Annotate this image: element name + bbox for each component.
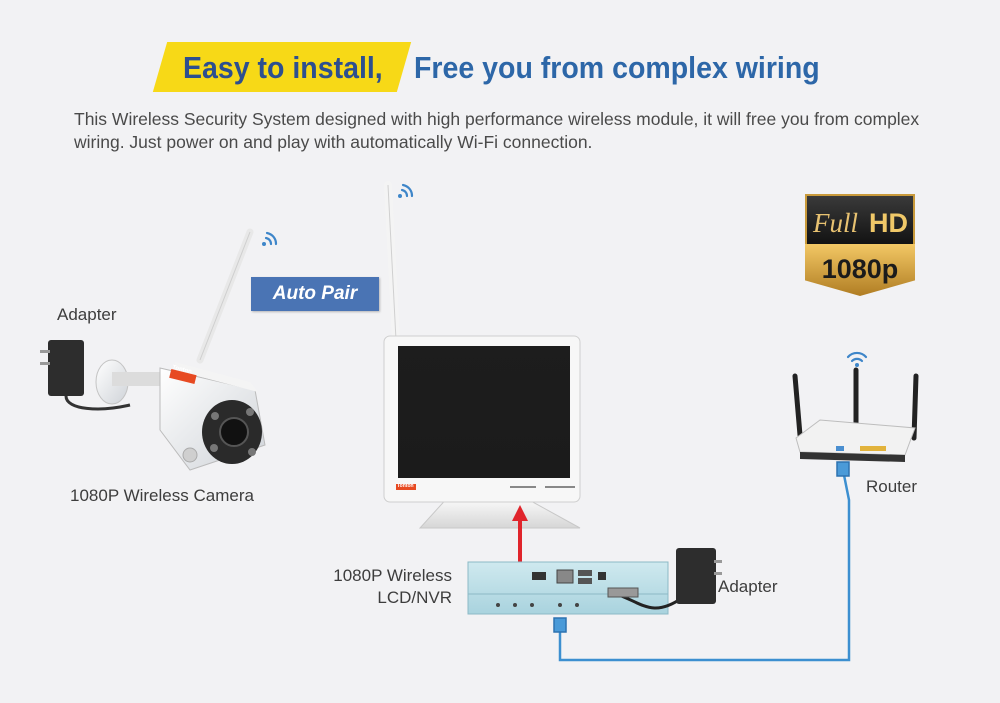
arrow-icon	[512, 505, 528, 562]
title-rest: Free you from complex wiring	[414, 50, 820, 85]
camera-icon	[95, 228, 266, 471]
badge-full-text: Full	[813, 208, 858, 238]
adapter-icon	[40, 340, 131, 411]
wifi-icon	[262, 231, 278, 246]
camera-label: 1080P Wireless Camera	[70, 486, 254, 505]
adapter-icon	[607, 548, 722, 610]
badge-hd-text: HD	[869, 208, 908, 238]
wifi-icon	[846, 351, 868, 367]
wifi-icon	[398, 183, 414, 198]
description: This Wireless Security System designed w…	[74, 109, 920, 152]
full-hd-badge: Full HD 1080p	[805, 194, 915, 300]
ethernet-cable-icon	[553, 461, 851, 662]
router-label: Router	[866, 477, 918, 496]
badge-resolution: 1080p	[821, 254, 899, 284]
adapter-left-label: Adapter	[57, 305, 117, 324]
monitor-icon	[383, 181, 581, 529]
monitor-brand: Tonton	[397, 483, 414, 489]
router-icon	[792, 367, 919, 462]
auto-pair-badge: Auto Pair	[251, 277, 379, 311]
badge-bottom: 1080p	[805, 244, 915, 296]
badge-top: Full HD	[805, 194, 915, 248]
nvr-label-line2: LCD/NVR	[377, 588, 452, 607]
adapter-right-label: Adapter	[718, 577, 778, 596]
title-highlight: Easy to install,	[183, 50, 383, 85]
nvr-label-line1: 1080P Wireless	[333, 566, 452, 585]
